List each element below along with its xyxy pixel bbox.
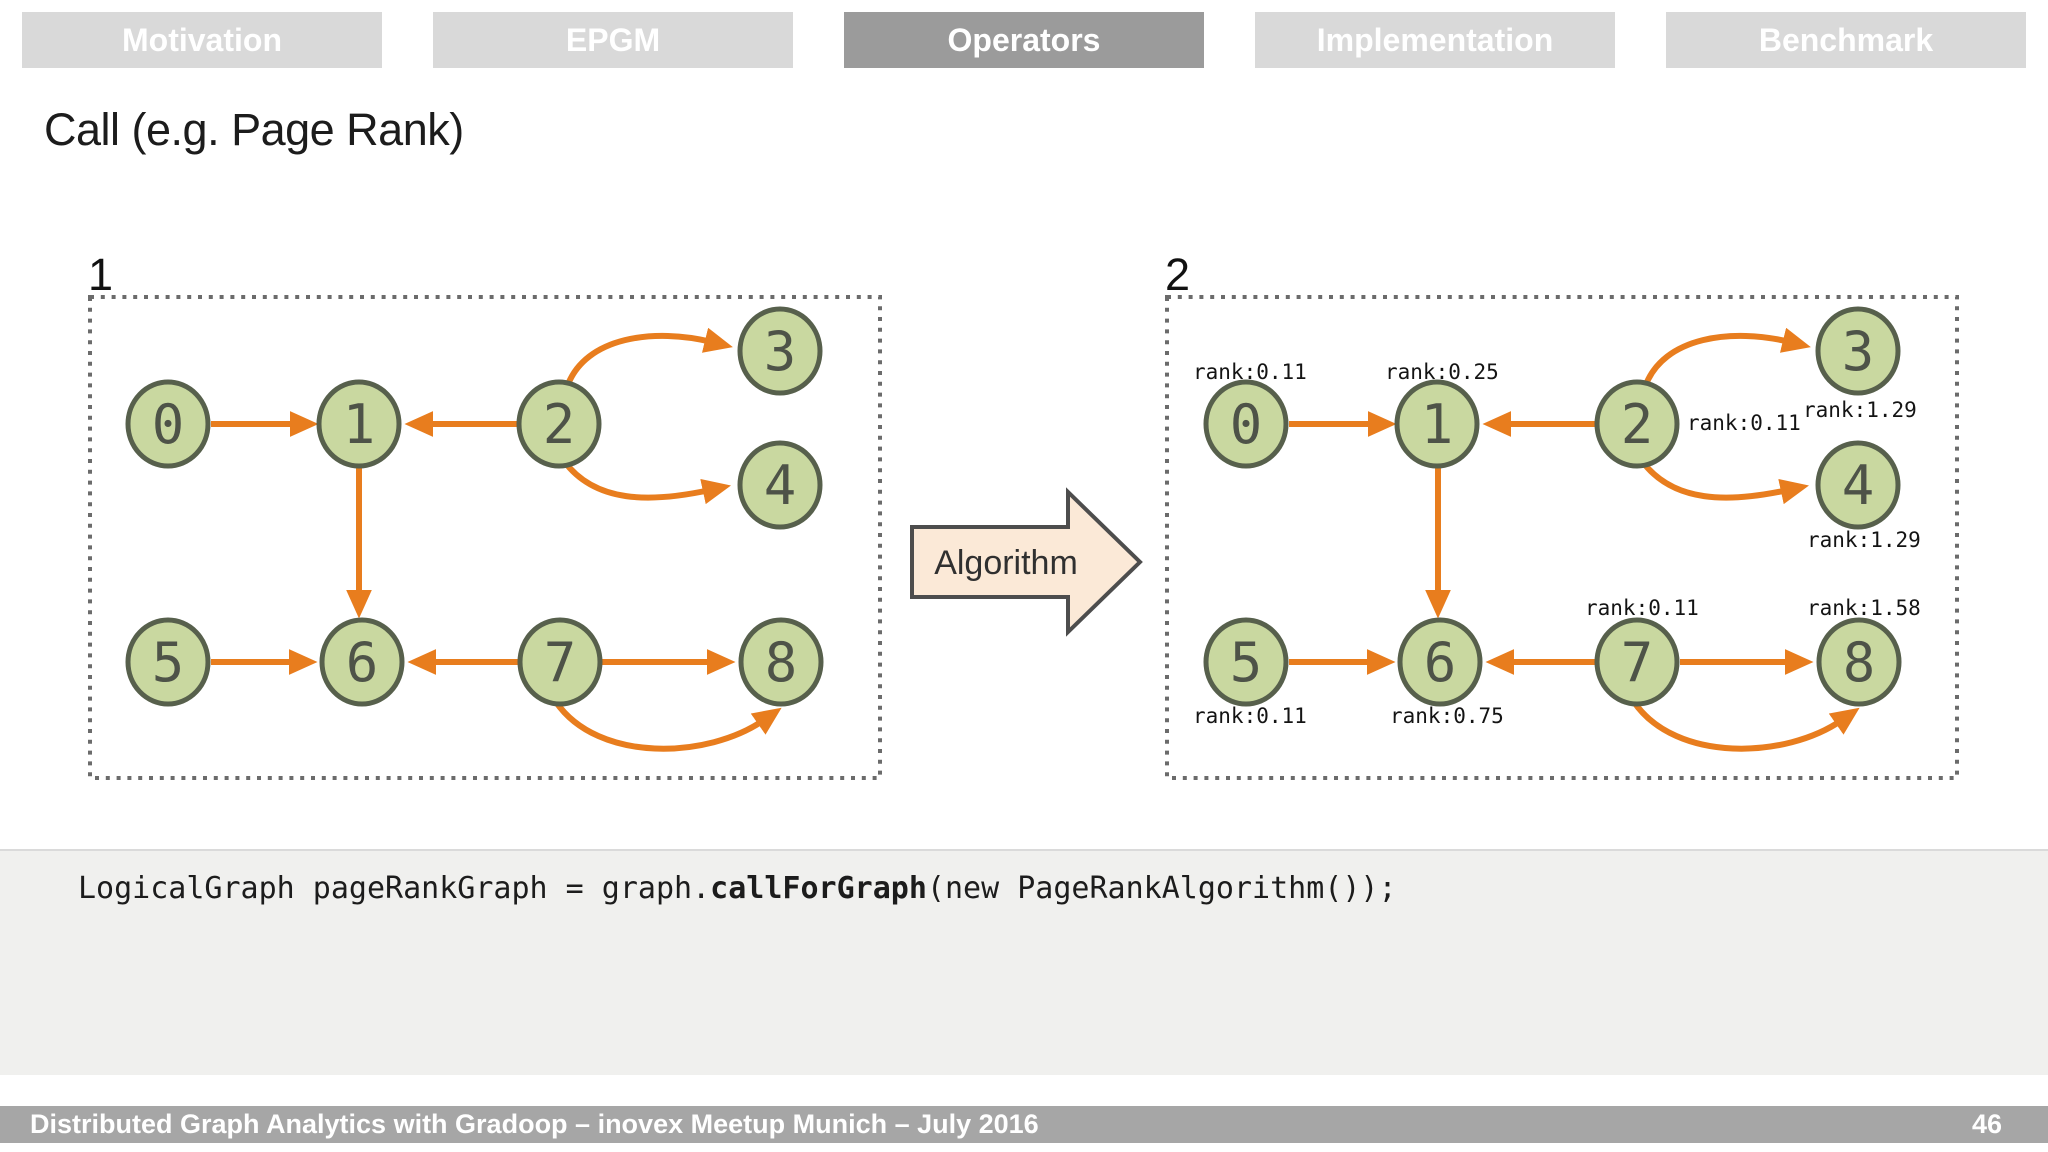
graph-node: [1203, 617, 1289, 707]
graph-node: [1815, 306, 1901, 396]
graph-node: [1816, 617, 1902, 707]
rank-label-node-1: rank:0.25: [1385, 360, 1499, 384]
graph-node-label: 1: [1421, 393, 1454, 456]
graph-node: [738, 617, 824, 707]
graph-node: [1594, 379, 1680, 469]
code-prefix: LogicalGraph pageRankGraph = graph.: [78, 871, 711, 906]
footer-title: Distributed Graph Analytics with Gradoop…: [30, 1109, 1039, 1139]
graph-node-label: 1: [343, 393, 376, 456]
graph-node-label: 5: [1230, 631, 1263, 694]
tab-benchmark[interactable]: Benchmark: [1666, 12, 2026, 68]
graph-node-label: 4: [1842, 454, 1875, 517]
graph-node: [516, 379, 602, 469]
graph-node-label: 8: [765, 631, 798, 694]
graph-node: [1203, 379, 1289, 469]
tab-implementation[interactable]: Implementation: [1255, 12, 1615, 68]
graph-node: [125, 379, 211, 469]
output-graph-label: 2: [1165, 249, 1190, 300]
graph-node-label: 6: [346, 631, 379, 694]
code-line: LogicalGraph pageRankGraph = graph.callF…: [0, 851, 2048, 906]
tab-motivation[interactable]: Motivation: [22, 12, 382, 68]
graph-node-label: 0: [1230, 393, 1263, 456]
footer-bar: Distributed Graph Analytics with Gradoop…: [0, 1106, 2048, 1143]
edge-2-to-4: [1639, 459, 1810, 505]
rank-label-node-0: rank:0.11: [1193, 360, 1307, 384]
code-method: callForGraph: [710, 871, 927, 906]
graph-node: [1594, 617, 1680, 707]
rank-label-node-6: rank:0.75: [1390, 704, 1504, 728]
graph-node: [517, 617, 603, 707]
graph-node-label: 3: [764, 320, 797, 383]
edge-2-to-3: [564, 327, 733, 389]
rank-label-node-5: rank:0.11: [1193, 704, 1307, 728]
edge-2-to-4: [561, 459, 732, 505]
input-graph-label: 1: [88, 249, 113, 300]
graph-node: [737, 440, 823, 530]
rank-label-node-4: rank:1.29: [1807, 528, 1921, 552]
code-suffix: (new PageRankAlgorithm());: [926, 871, 1397, 906]
graph-node-label: 2: [1621, 393, 1654, 456]
rank-label-node-2: rank:0.11: [1687, 411, 1801, 435]
graph-node: [316, 379, 402, 469]
tab-epgm[interactable]: EPGM: [433, 12, 793, 68]
graph-node-label: 7: [1621, 631, 1654, 694]
edge-7-to-8-curved: [553, 700, 782, 752]
graph-node: [1397, 617, 1483, 707]
graph-node-label: 3: [1842, 320, 1875, 383]
page-number: 46: [1971, 1109, 2002, 1139]
rank-label-node-3: rank:1.29: [1803, 398, 1917, 422]
page-title: Call (e.g. Page Rank): [44, 104, 464, 155]
graph-node-label: 0: [152, 393, 185, 456]
rank-label-node-7: rank:0.11: [1585, 596, 1699, 620]
code-panel: LogicalGraph pageRankGraph = graph.callF…: [0, 849, 2048, 1075]
edge-7-to-8-curved: [1631, 700, 1860, 752]
tab-operators[interactable]: Operators: [844, 12, 1204, 68]
graph-node: [1394, 379, 1480, 469]
graph-node-label: 5: [152, 631, 185, 694]
graph-node: [1815, 440, 1901, 530]
graph-node: [737, 306, 823, 396]
graph-node-label: 7: [544, 631, 577, 694]
graph-node: [125, 617, 211, 707]
graph-node-label: 2: [543, 393, 576, 456]
graph-node-label: 6: [1424, 631, 1457, 694]
graph-node-label: 4: [764, 454, 797, 517]
graph-node-label: 8: [1843, 631, 1876, 694]
algorithm-arrow-label: Algorithm: [934, 544, 1078, 582]
edge-2-to-3: [1642, 327, 1811, 389]
graph-node: [319, 617, 405, 707]
algorithm-arrow-shape: [910, 487, 1143, 637]
rank-label-node-8: rank:1.58: [1807, 596, 1921, 620]
section-nav: Motivation EPGM Operators Implementation…: [22, 12, 2026, 68]
output-graph-box: [1165, 295, 1959, 780]
input-graph-box: [88, 295, 882, 780]
